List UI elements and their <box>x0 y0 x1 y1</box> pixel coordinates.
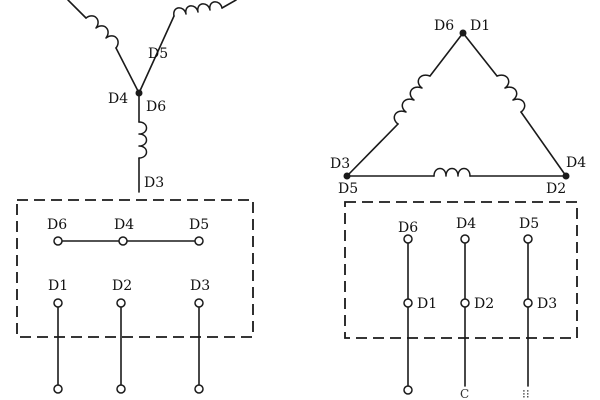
delta-label-right-d4: D4 <box>566 155 586 171</box>
star-label-d5: D5 <box>148 46 168 62</box>
delta-terminal-d5 <box>523 234 533 244</box>
star-upper-left-wire-top <box>67 0 87 19</box>
delta-box-label-d3: D3 <box>537 296 557 312</box>
star-box-label-d3: D3 <box>190 278 210 294</box>
star-upper-right-wire-bottom <box>138 15 175 94</box>
delta-box-label-d1: D1 <box>417 296 437 312</box>
star-terminal-d1 <box>53 298 63 308</box>
delta-terminal-box <box>344 201 578 339</box>
delta-bottom-label-c: C <box>460 387 469 400</box>
star-output-terminal-2 <box>116 384 126 394</box>
delta-box-label-d6: D6 <box>398 220 418 236</box>
delta-bottom-coil <box>433 167 471 177</box>
delta-top-node <box>459 29 467 37</box>
star-neutral-node <box>135 89 143 97</box>
delta-connection: D6 D1 D3 D5 D4 D2 D6 D4 D5 D1 D2 D3 C ⁝⁝ <box>330 18 586 400</box>
star-label-d4: D4 <box>108 91 128 107</box>
delta-bottom-mark: ⁝⁝ <box>522 387 530 400</box>
star-box-label-d2: D2 <box>112 278 132 294</box>
star-terminal-d4 <box>118 236 128 246</box>
delta-terminal-d1 <box>403 298 413 308</box>
delta-left-node <box>343 172 351 180</box>
star-box-label-d5: D5 <box>189 217 209 233</box>
delta-right-coil <box>496 74 526 113</box>
delta-label-left-d3: D3 <box>330 156 350 172</box>
delta-terminal-d4 <box>460 234 470 244</box>
star-label-d6: D6 <box>146 99 166 115</box>
star-terminal-d6 <box>53 236 63 246</box>
star-output-terminal-1 <box>53 384 63 394</box>
delta-right-node <box>562 172 570 180</box>
delta-label-top-d6: D6 <box>434 18 454 34</box>
delta-box-label-d4: D4 <box>456 216 476 232</box>
delta-output-terminal-1 <box>403 385 413 395</box>
delta-terminal-d2 <box>460 298 470 308</box>
star-terminal-d5 <box>194 236 204 246</box>
star-terminal-d2 <box>116 298 126 308</box>
delta-left-wire-bottom <box>346 123 399 177</box>
star-terminal-d3 <box>194 298 204 308</box>
star-upper-left-wire-bottom <box>115 47 140 94</box>
star-box-label-d6: D6 <box>47 217 67 233</box>
delta-box-label-d2: D2 <box>474 296 494 312</box>
delta-terminal-d6 <box>403 234 413 244</box>
star-connection: D4 D6 D5 D3 D6 D4 D5 D1 D2 D3 <box>16 0 254 394</box>
delta-box-label-d5: D5 <box>519 216 539 232</box>
star-vertical-coil <box>138 121 148 159</box>
delta-label-right-d2: D2 <box>546 181 566 197</box>
star-upper-right-wire-top <box>221 0 237 9</box>
star-box-label-d1: D1 <box>48 278 68 294</box>
delta-left-wire-top <box>429 32 464 77</box>
delta-right-wire-bottom <box>520 111 567 177</box>
star-output-terminal-3 <box>194 384 204 394</box>
delta-label-top-d1: D1 <box>470 18 490 34</box>
star-box-label-d4: D4 <box>114 217 134 233</box>
delta-right-wire-top <box>462 32 498 77</box>
star-label-d3: D3 <box>144 175 164 191</box>
star-upper-left-coil <box>85 15 119 49</box>
delta-label-left-d5: D5 <box>338 181 358 197</box>
delta-terminal-d3 <box>523 298 533 308</box>
star-upper-right-coil <box>173 1 223 17</box>
delta-left-coil <box>393 74 431 125</box>
